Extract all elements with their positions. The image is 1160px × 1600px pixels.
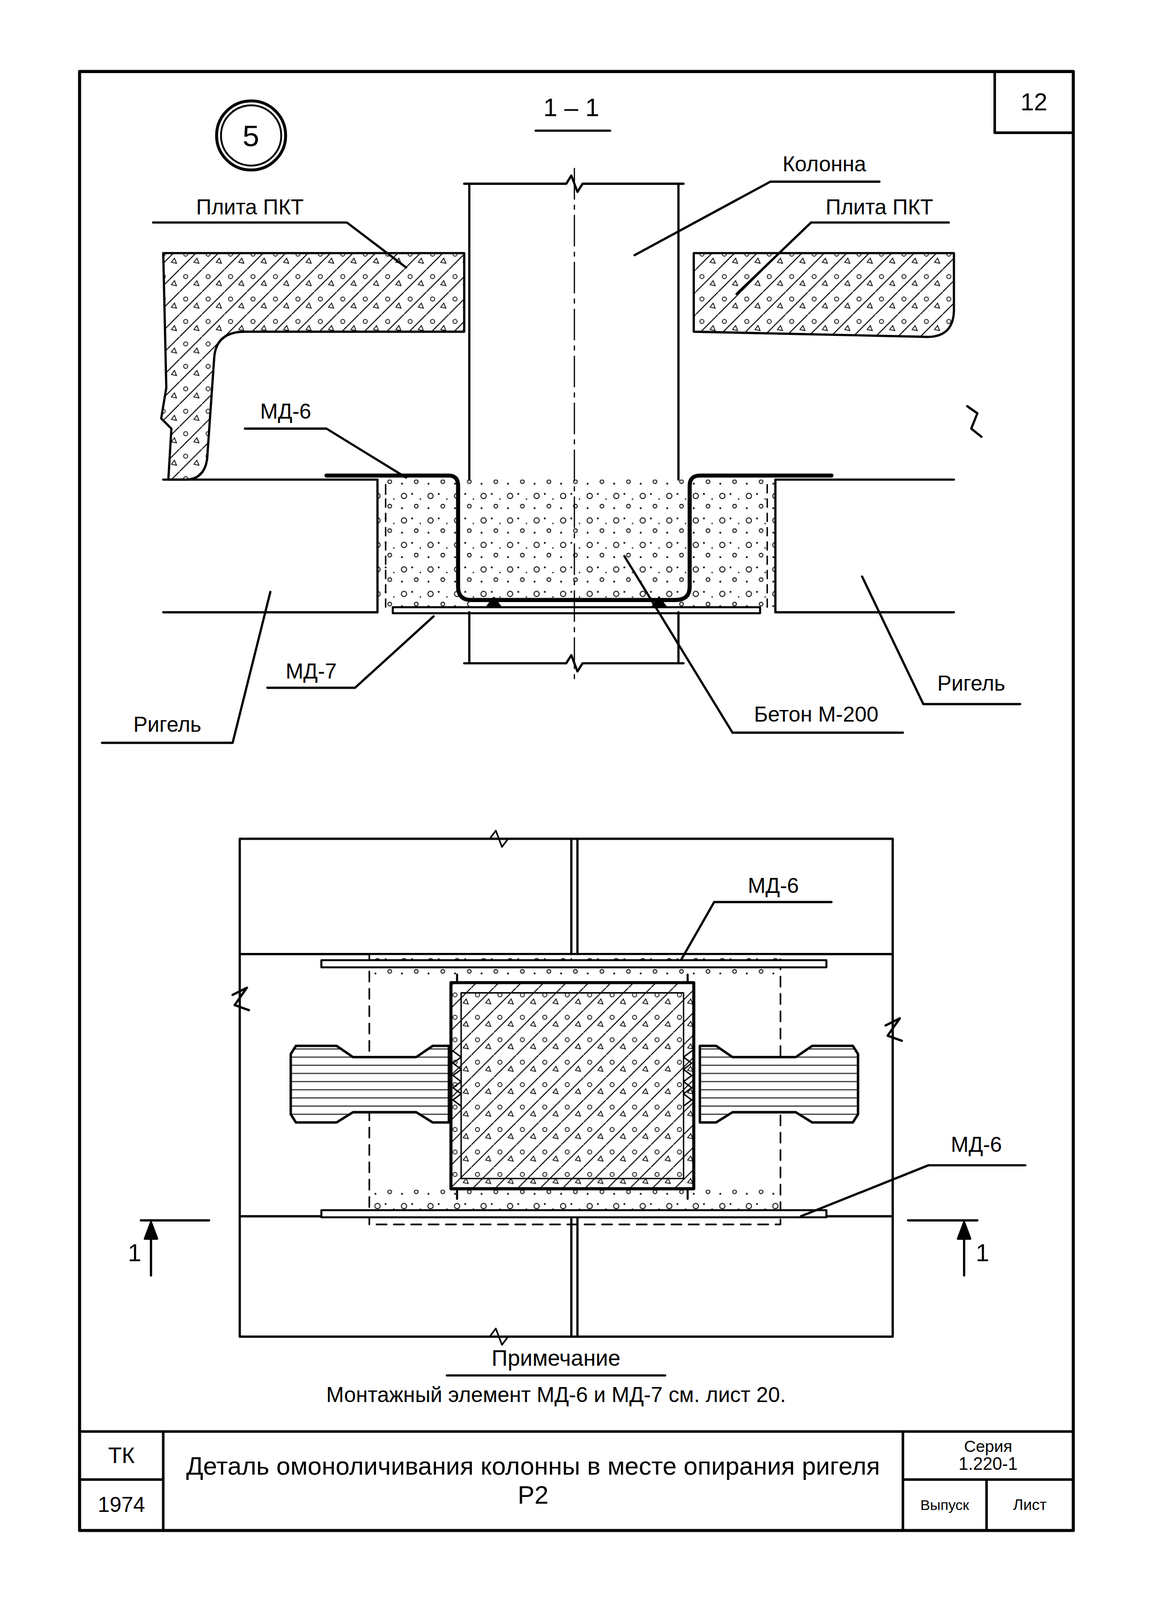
note-text: Монтажный элемент МД-6 и МД-7 см. лист 2… bbox=[323, 1383, 789, 1407]
title-block-cell: Выпуск bbox=[903, 1479, 987, 1531]
part-name: МД-6 bbox=[256, 399, 315, 423]
node-text: Лист bbox=[1012, 1496, 1047, 1514]
part-name: Ригель bbox=[934, 671, 1009, 695]
sheet-number-box: 12 bbox=[994, 71, 1073, 133]
node-text: 12 bbox=[1020, 89, 1048, 116]
node-text: ТК bbox=[107, 1443, 135, 1467]
node-text: Серия bbox=[964, 1437, 1013, 1456]
part-name: МД-6 bbox=[948, 1132, 1006, 1157]
part-name: Плита ПКТ bbox=[193, 195, 307, 219]
node-text: 1974 bbox=[97, 1493, 146, 1516]
node-text: Выпуск bbox=[920, 1497, 970, 1513]
callout-circle: 5 bbox=[214, 98, 288, 173]
part-name: Плита ПКТ bbox=[822, 195, 936, 219]
title-block-cell: Серия1.220-1 bbox=[903, 1431, 1074, 1480]
drawing-title: Деталь омоноличивания колонны в месте оп… bbox=[163, 1431, 903, 1531]
part-name: МД-7 bbox=[282, 659, 340, 683]
node-text: 5 bbox=[242, 120, 259, 152]
title-block-cell: Лист bbox=[986, 1479, 1074, 1531]
node-text: 1.220-1 bbox=[958, 1454, 1018, 1474]
section-title: 1 – 1 bbox=[540, 94, 603, 122]
section-mark: 1 bbox=[124, 1239, 145, 1266]
material-label: Бетон М-200 bbox=[751, 702, 882, 726]
section-mark: 1 bbox=[972, 1239, 993, 1266]
part-name: МД-6 bbox=[744, 873, 802, 898]
title-block-cell: 1974 bbox=[79, 1479, 164, 1531]
title-block-cell: ТК bbox=[79, 1431, 164, 1480]
note-heading: Примечание bbox=[488, 1345, 624, 1371]
part-name: Колонна bbox=[779, 152, 870, 176]
part-name: Ригель bbox=[130, 712, 205, 737]
